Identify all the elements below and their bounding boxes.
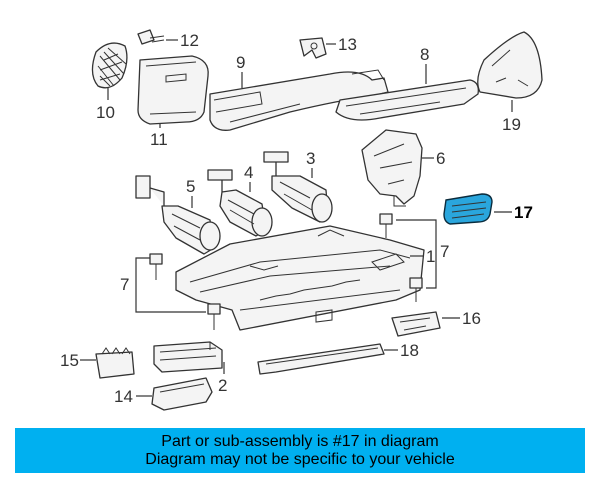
callout-2: 2 (218, 376, 227, 395)
part-4-motor[interactable] (207, 169, 273, 237)
callout-9: 9 (236, 53, 245, 72)
part-6-bracket[interactable] (361, 129, 423, 207)
part-11-trim[interactable] (137, 55, 209, 125)
callout-16: 16 (462, 309, 481, 328)
callout-11: 11 (150, 130, 168, 149)
callout-3: 3 (306, 149, 315, 168)
bolt-left-upper[interactable] (149, 253, 163, 280)
part-15-housing[interactable] (95, 347, 135, 379)
callout-14: 14 (114, 387, 133, 406)
callout-15: 15 (60, 351, 79, 370)
part-12-screw[interactable] (137, 29, 165, 45)
part-13-bracket[interactable] (299, 37, 327, 59)
part-16-bracket[interactable] (391, 311, 441, 337)
callout-13: 13 (338, 35, 357, 54)
callout-1: 1 (426, 247, 435, 266)
banner-line-1: Part or sub-assembly is #17 in diagram (161, 432, 439, 450)
bolt-right-upper[interactable] (379, 213, 393, 238)
bolt-right-lower[interactable] (409, 277, 423, 302)
callout-7-right: 7 (440, 242, 449, 261)
part-17-module[interactable] (443, 193, 493, 225)
parts-diagram: 10 11 12 13 9 8 19 6 (60, 29, 543, 411)
callout-6: 6 (436, 149, 445, 168)
part-8-outer-trim[interactable] (335, 79, 479, 121)
part-10-cover[interactable] (91, 42, 128, 89)
part-19-rear-cover[interactable] (477, 31, 543, 99)
callout-5: 5 (186, 177, 195, 196)
callout-12: 12 (180, 31, 199, 50)
callout-17: 17 (514, 203, 533, 222)
bolt-left-lower[interactable] (207, 303, 221, 330)
part-2-module[interactable] (153, 341, 223, 373)
part-5-motor[interactable] (135, 175, 221, 255)
callout-7-left: 7 (120, 275, 129, 294)
callout-8: 8 (420, 45, 429, 64)
callout-18: 18 (400, 341, 419, 360)
info-banner: Part or sub-assembly is #17 in diagram D… (15, 428, 585, 473)
callout-4: 4 (244, 163, 253, 182)
part-1-seat-frame[interactable] (175, 225, 425, 331)
part-14-cover[interactable] (151, 377, 213, 411)
part-18-rail-cover[interactable] (257, 343, 385, 375)
callout-10: 10 (96, 103, 115, 122)
part-3-motor[interactable] (263, 151, 333, 223)
part-9-side-trim[interactable] (209, 69, 389, 131)
callout-19: 19 (502, 115, 521, 134)
banner-line-2: Diagram may not be specific to your vehi… (145, 450, 455, 468)
